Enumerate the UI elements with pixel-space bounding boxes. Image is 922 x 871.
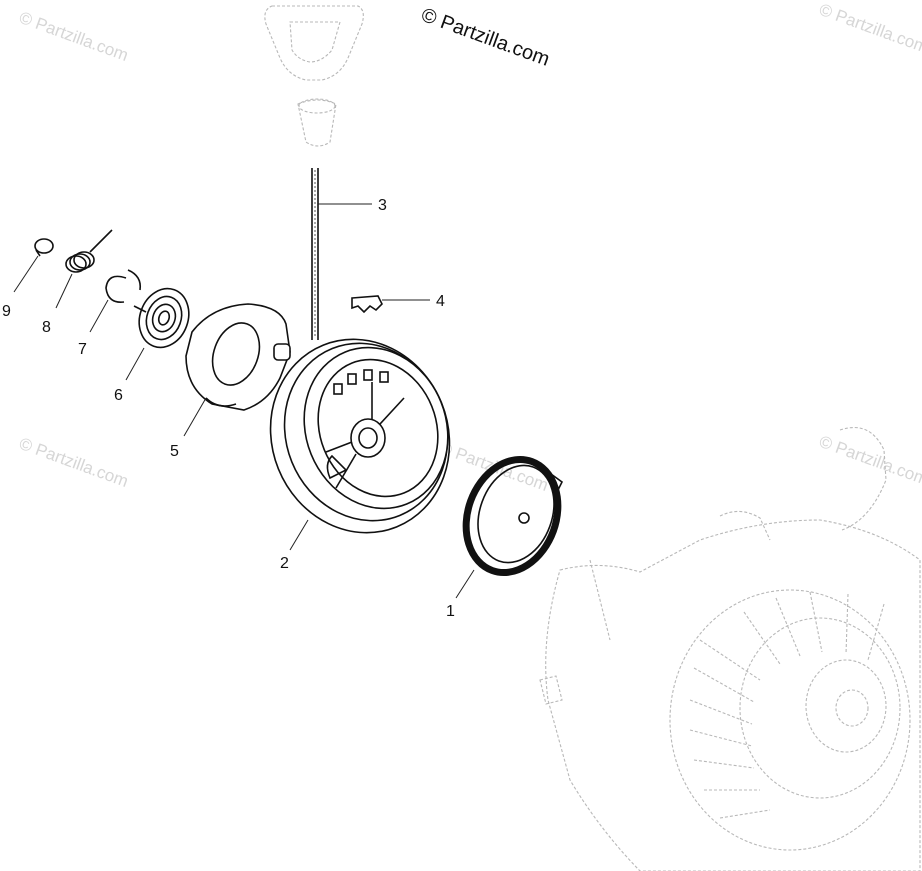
- leader-2: [289, 519, 309, 551]
- watermark-mid-right: © Partzilla.com: [817, 432, 922, 489]
- leader-lines: [13, 203, 475, 599]
- leader-7: [89, 299, 109, 333]
- part-2-rope-pulley: [269, 338, 451, 534]
- callout-1: 1: [446, 603, 455, 620]
- part-6-coil-spring: [133, 287, 190, 349]
- part-7-retaining-clip: [105, 269, 142, 304]
- part-1-recoil-spring: [462, 455, 564, 577]
- watermark-mid-left: © Partzilla.com: [17, 434, 131, 491]
- copyright-label: © Partzilla.com: [418, 4, 552, 71]
- watermark-top-left: © Partzilla.com: [17, 8, 131, 65]
- ghost-starter-handle: [264, 5, 364, 147]
- callout-6: 6: [114, 387, 123, 404]
- callout-2: 2: [280, 555, 289, 572]
- part-4-pawl: [351, 295, 383, 314]
- watermark-top-right: © Partzilla.com: [817, 0, 922, 57]
- ghost-starter-housing: [539, 426, 921, 871]
- part-3-starter-rope: [311, 168, 319, 340]
- callout-5: 5: [170, 443, 179, 460]
- callout-4: 4: [436, 293, 445, 310]
- leader-8: [55, 273, 73, 309]
- leader-6: [125, 347, 145, 381]
- callout-3: 3: [378, 197, 387, 214]
- leader-9: [13, 255, 39, 293]
- callout-8: 8: [42, 319, 51, 336]
- callout-7: 7: [78, 341, 87, 358]
- part-8-torsion-spring: [65, 229, 113, 273]
- part-9-small-clip: [34, 238, 54, 257]
- part-5-cover-plate: [185, 303, 291, 411]
- ghost-housing-fins: [689, 591, 885, 819]
- callout-9: 9: [2, 303, 11, 320]
- leader-1: [455, 569, 475, 599]
- leader-5: [183, 397, 207, 437]
